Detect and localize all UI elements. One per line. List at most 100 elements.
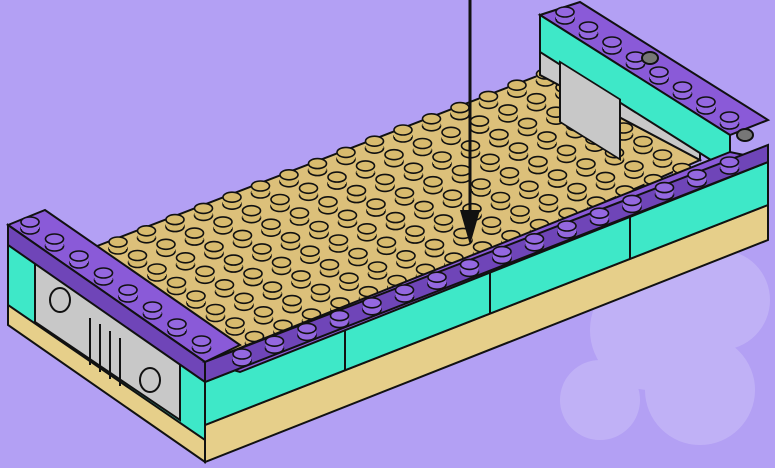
brick-stud-icon (528, 94, 546, 111)
brick-stud-icon (451, 103, 469, 120)
brick-stud-icon (634, 137, 652, 154)
brick-stud-icon (444, 190, 462, 207)
brick-stud-icon (603, 37, 621, 54)
brick-stud-icon (207, 305, 225, 322)
brick-stud-icon (394, 125, 412, 142)
brick-stud-icon (650, 67, 668, 84)
brick-stud-icon (510, 143, 528, 160)
brick-stud-icon (177, 253, 195, 270)
brick-stud-icon (340, 273, 358, 290)
brick-stud-icon (291, 208, 309, 225)
brick-stud-icon (526, 234, 544, 251)
brick-stud-icon (433, 152, 451, 169)
brick-stud-icon (461, 259, 479, 276)
brick-stud-icon (428, 272, 446, 289)
brick-stud-icon (397, 251, 415, 268)
brick-stud-icon (214, 217, 232, 234)
brick-stud-icon (442, 127, 460, 144)
brick-stud-icon (138, 226, 156, 243)
brick-stud-icon (597, 172, 615, 189)
brick-stud-icon (234, 230, 252, 247)
brick-stud-icon (492, 193, 510, 210)
brick-stud-icon (435, 215, 453, 232)
brick-stud-icon (21, 217, 39, 234)
brick-stud-icon (264, 282, 282, 299)
brick-stud-icon (490, 130, 508, 147)
brick-stud-icon (262, 219, 280, 236)
brick-stud-icon (697, 97, 715, 114)
brick-stud-icon (625, 161, 643, 178)
brick-stud-icon (300, 183, 318, 200)
brick-stud-icon (193, 336, 211, 353)
brick-stud-icon (119, 285, 137, 302)
brick-stud-icon (349, 249, 367, 266)
brick-stud-icon (233, 349, 251, 366)
brick-stud-icon (369, 262, 387, 279)
brick-stud-icon (376, 174, 394, 191)
brick-stud-icon (654, 150, 672, 167)
brick-stud-icon (328, 172, 346, 189)
brick-stud-icon (243, 206, 261, 223)
brick-stud-icon (358, 224, 376, 241)
brick-stud-icon (549, 170, 567, 187)
brick-stud-icon (168, 319, 186, 336)
brick-stud-icon (168, 278, 186, 295)
brick-stud-icon (321, 260, 339, 277)
brick-stud-icon (580, 22, 598, 39)
brick-stud-icon (378, 237, 396, 254)
brick-stud-icon (688, 170, 706, 187)
brick-stud-icon (187, 291, 205, 308)
brick-stud-icon (216, 280, 234, 297)
brick-stud-icon (223, 192, 241, 209)
brick-stud-icon (282, 233, 300, 250)
brick-stud-icon (623, 195, 641, 212)
brick-stud-icon (253, 244, 271, 261)
brick-stud-icon (472, 179, 490, 196)
brick-stud-icon (301, 246, 319, 263)
brick-stud-icon (157, 239, 175, 256)
brick-stud-icon (366, 136, 384, 153)
brick-stud-icon (483, 217, 501, 234)
brick-stud-icon (721, 157, 739, 174)
brick-stud-icon (426, 240, 444, 257)
brick-stud-icon (721, 112, 739, 129)
brick-stud-icon (144, 302, 162, 319)
brick-stud-icon (558, 221, 576, 238)
brick-stud-icon (225, 255, 243, 272)
brick-stud-icon (186, 228, 204, 245)
brick-stud-icon (244, 269, 262, 286)
brick-stud-icon (471, 116, 489, 133)
brick-stud-icon (385, 150, 403, 167)
brick-stud-icon (387, 213, 405, 230)
brick-stud-icon (46, 234, 64, 251)
brick-stud-icon (255, 307, 273, 324)
brick-stud-icon (424, 177, 442, 194)
brick-stud-icon (235, 293, 253, 310)
brick-stud-icon (423, 114, 441, 131)
brick-stud-icon (273, 257, 291, 274)
brick-stud-icon (337, 147, 355, 164)
brick-stud-icon (415, 201, 433, 218)
brick-stud-icon (226, 318, 244, 335)
brick-stud-icon (406, 226, 424, 243)
brick-stud-icon (501, 168, 519, 185)
brick-stud-icon (280, 170, 298, 187)
brick-stud-icon (519, 118, 537, 135)
brick-stud-icon (205, 242, 223, 259)
brick-stud-icon (529, 157, 547, 174)
brick-stud-icon (95, 268, 113, 285)
brick-stud-icon (309, 159, 327, 176)
brick-stud-icon (405, 163, 423, 180)
brick-stud-icon (298, 323, 316, 340)
brick-stud-icon (556, 7, 574, 24)
brick-stud-icon (109, 237, 127, 254)
brick-stud-icon (271, 195, 289, 212)
brick-stud-icon (266, 336, 284, 353)
brick-stud-icon (195, 203, 213, 220)
brick-stud-icon (591, 208, 609, 225)
brick-stud-icon (312, 284, 330, 301)
brick-stud-icon (348, 186, 366, 203)
brick-stud-icon (558, 145, 576, 162)
